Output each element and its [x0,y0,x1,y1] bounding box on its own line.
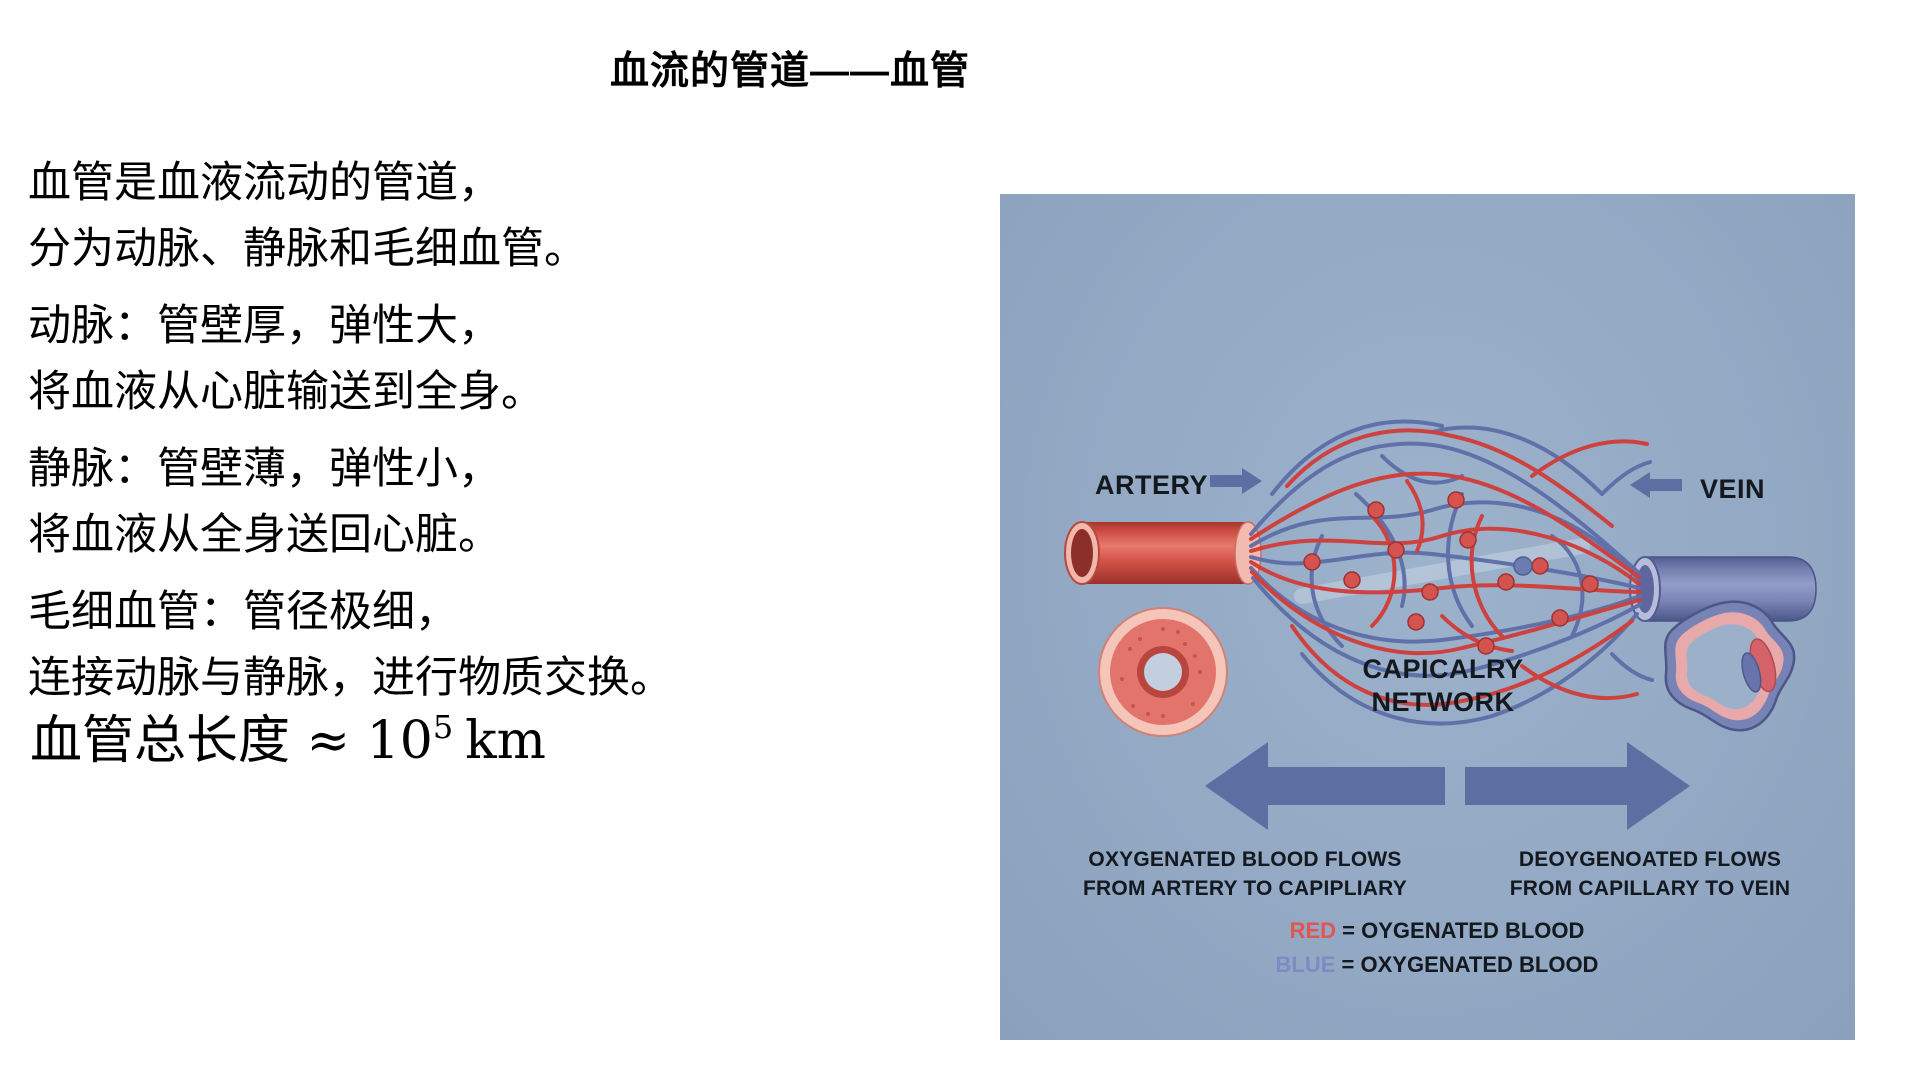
red-blood-cells [1303,491,1599,655]
blue-blood-cell [1513,556,1533,576]
caption-line: OXYGENATED BLOOD FLOWS [1088,848,1402,871]
capillary-paragraph: 毛细血管：管径极细， 连接动脉与静脉，进行物质交换。 [28,579,788,711]
artery-flow-arrow-icon [1210,468,1262,494]
vein-cross-section [1664,600,1796,732]
legend-description-blue: OXYGENATED BLOOD [1360,952,1599,977]
text-line: 将血液从心脏输送到全身。 [28,368,544,416]
intro-paragraph: 血管是血液流动的管道， 分为动脉、静脉和毛细血管。 [28,150,788,282]
vein-paragraph: 静脉：管壁薄，弹性小， 将血液从全身送回心脏。 [28,436,788,568]
left-text-column: 血管是血液流动的管道， 分为动脉、静脉和毛细血管。 动脉：管壁厚，弹性大， 将血… [28,150,788,722]
blood-vessel-diagram: ARTERY VEIN CAPICALRY NETWORK OXYGENATED… [1000,194,1855,1040]
color-legend: RED = OYGENATED BLOOD BLUE = OXYGENATED … [1237,914,1637,982]
legend-row-red: RED = OYGENATED BLOOD [1237,914,1637,948]
formula-unit: km [465,711,546,771]
text-line: 分为动脉、静脉和毛细血管。 [28,225,587,273]
artery-tube [1064,521,1262,585]
formula-exponent: 5 [432,708,454,746]
caption-line: FROM ARTERY TO CAPIPLIARY [1083,877,1407,900]
vein-flow-arrow-icon [1630,472,1682,498]
total-length-formula: 血管总长度 ≈ 105 km [30,698,546,773]
text-line: 血管是血液流动的管道， [28,159,501,207]
capillary-label-line2: NETWORK [1371,687,1515,717]
legend-separator: = [1335,952,1361,977]
legend-separator: = [1336,918,1362,943]
text-line: 毛细血管：管径极细， [28,588,458,636]
text-line: 动脉：管壁厚，弹性大， [28,302,501,350]
oxygenated-flow-caption: OXYGENATED BLOOD FLOWS FROM ARTERY TO CA… [1050,845,1440,903]
capillary-network [1249,419,1654,726]
capillary-network-label: CAPICALRY NETWORK [1318,653,1568,719]
text-line: 将血液从全身送回心脏。 [28,511,501,559]
text-line: 连接动脉与静脉，进行物质交换。 [28,654,673,702]
artery-label: ARTERY [1095,470,1209,500]
page-title: 血流的管道——血管 [609,50,970,93]
vein-valve [1741,638,1777,693]
oxygenated-flow-arrow [1205,742,1445,830]
formula-prefix: 血管总长度 ≈ 10 [30,711,433,771]
text-line: 静脉：管壁薄，弹性小， [28,445,501,493]
deoxygenated-flow-arrow [1465,742,1690,830]
legend-row-blue: BLUE = OXYGENATED BLOOD [1237,948,1637,982]
caption-line: DEOYGENOATED FLOWS [1518,848,1782,871]
artery-cross-section [1098,607,1228,737]
caption-line: FROM CAPILLARY TO VEIN [1509,877,1791,900]
vessel-illustration [1064,419,1817,830]
vein-label: VEIN [1700,474,1766,504]
capillary-label-line1: CAPICALRY [1362,654,1524,684]
legend-description-red: OYGENATED BLOOD [1361,918,1585,943]
legend-term-red: RED [1289,918,1337,943]
deoxygenated-flow-caption: DEOYGENOATED FLOWS FROM CAPILLARY TO VEI… [1455,845,1845,903]
legend-term-blue: BLUE [1275,952,1336,977]
artery-paragraph: 动脉：管壁厚，弹性大， 将血液从心脏输送到全身。 [28,293,788,425]
